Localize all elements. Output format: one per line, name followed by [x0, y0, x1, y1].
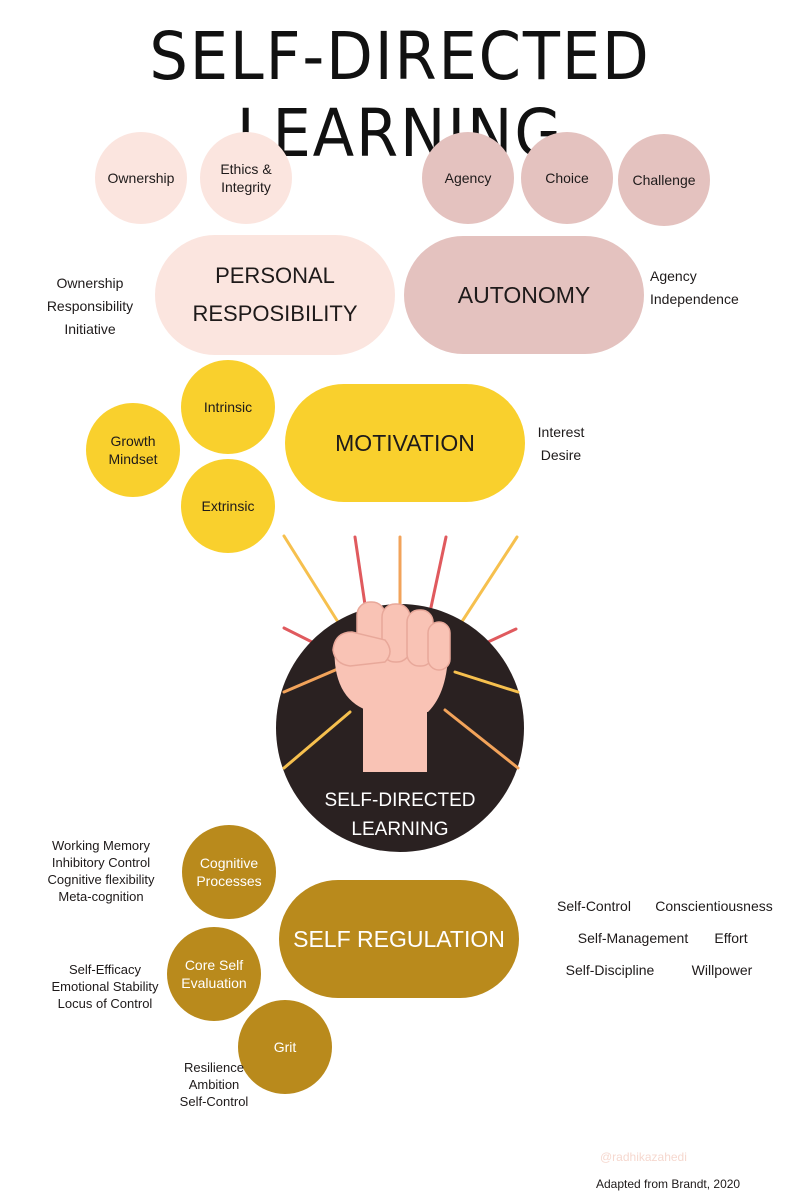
bubble-label: Agency: [444, 170, 492, 186]
watermark: @radhikazahedi: [600, 1150, 687, 1164]
pill-label: RESPOSIBILITY: [192, 301, 358, 326]
bubble-intrinsic: Intrinsic: [181, 360, 275, 454]
personal-responsibility-side-list: Ownership Responsibility Initiative: [30, 272, 150, 341]
trait: Willpower: [691, 962, 753, 978]
side-item: Cognitive flexibility: [47, 872, 155, 887]
autonomy-pill: AUTONOMY: [404, 236, 644, 354]
bubble-grit: Grit: [238, 1000, 332, 1094]
ray: [282, 666, 342, 694]
bubble-label: Evaluation: [181, 975, 247, 991]
bubble-label: Cognitive: [199, 855, 259, 871]
pill-label: AUTONOMY: [457, 281, 591, 308]
bubble-growth-mindset: Growth Mindset: [86, 403, 180, 497]
motivation-pill: MOTIVATION: [285, 384, 525, 502]
bubble-label: Challenge: [632, 172, 696, 188]
trait: Self-Discipline: [565, 962, 655, 978]
side-item: Locus of Control: [57, 996, 153, 1011]
ray: [282, 710, 352, 770]
bubble-label: Core Self: [184, 957, 244, 973]
side-item: Responsibility: [46, 298, 134, 314]
self-regulation-pill: SELF REGULATION: [279, 880, 519, 998]
side-item: Ambition: [188, 1077, 240, 1092]
pill-label: PERSONAL: [215, 263, 335, 288]
ray: [282, 534, 345, 632]
bubble-label: Intrinsic: [203, 399, 253, 415]
side-item: Self-Efficacy: [68, 962, 141, 977]
motivation-side-list: Interest Desire: [530, 421, 592, 467]
bubble-label: Ethics &: [220, 161, 272, 177]
personal-responsibility-pill: PERSONAL RESPOSIBILITY: [155, 235, 395, 355]
cognitive-processes-side-list: Working Memory Inhibitory Control Cognit…: [30, 837, 172, 905]
trait: Conscientiousness: [655, 898, 773, 914]
bubble-agency: Agency: [422, 132, 514, 224]
page-title: SELF-DIRECTED LEARNING: [149, 18, 651, 172]
ray: [443, 708, 520, 770]
side-item: Agency: [650, 268, 697, 284]
side-item: Emotional Stability: [51, 979, 159, 994]
bubble-extrinsic: Extrinsic: [181, 459, 275, 553]
side-item: Ownership: [56, 275, 124, 291]
autonomy-side-list: Agency Independence: [650, 265, 750, 311]
side-item: Independence: [650, 291, 739, 307]
core-self-evaluation-side-list: Self-Efficacy Emotional Stability Locus …: [44, 961, 166, 1012]
bubble-label: Extrinsic: [201, 498, 255, 514]
side-item: Initiative: [64, 321, 116, 337]
bubble-label: Grit: [273, 1039, 297, 1055]
bubble-label: Growth: [110, 433, 156, 449]
attribution: Adapted from Brandt, 2020: [596, 1177, 741, 1191]
trait: Self-Control: [557, 898, 631, 914]
center-label-line: SELF-DIRECTED: [324, 790, 476, 811]
bubble-challenge: Challenge: [618, 134, 710, 226]
bubble-ownership: Ownership: [95, 132, 187, 224]
side-item: Self-Control: [179, 1094, 249, 1109]
grit-side-list: Resilience Ambition Self-Control: [166, 1059, 262, 1110]
ray: [453, 670, 520, 694]
bubble-core-self-evaluation: Core Self Evaluation: [167, 927, 261, 1021]
bubble-label: Processes: [196, 873, 262, 889]
ray: [428, 535, 448, 614]
pill-label: MOTIVATION: [335, 429, 475, 456]
side-item: Meta-cognition: [58, 889, 144, 904]
pill-label: SELF REGULATION: [293, 925, 505, 952]
center-label-line: LEARNING: [351, 819, 449, 840]
bubble-choice: Choice: [521, 132, 613, 224]
bubble-label: Ownership: [107, 170, 175, 186]
trait: Effort: [714, 930, 748, 946]
side-item: Desire: [540, 447, 582, 463]
side-item: Interest: [537, 424, 585, 440]
bubble-cognitive-processes: Cognitive Processes: [182, 825, 276, 919]
side-item: Resilience: [184, 1060, 244, 1075]
trait: Self-Management: [577, 930, 689, 946]
center-label: SELF-DIRECTED LEARNING: [300, 786, 500, 844]
side-item: Inhibitory Control: [51, 855, 151, 870]
bubble-ethics-integrity: Ethics & Integrity: [200, 132, 292, 224]
fist-icon: [332, 601, 451, 772]
bubble-label: Mindset: [108, 451, 158, 467]
inner-rays: [282, 666, 520, 770]
bubble-label: Choice: [545, 170, 589, 186]
side-item: Working Memory: [51, 838, 150, 853]
bubble-label: Integrity: [221, 179, 271, 195]
